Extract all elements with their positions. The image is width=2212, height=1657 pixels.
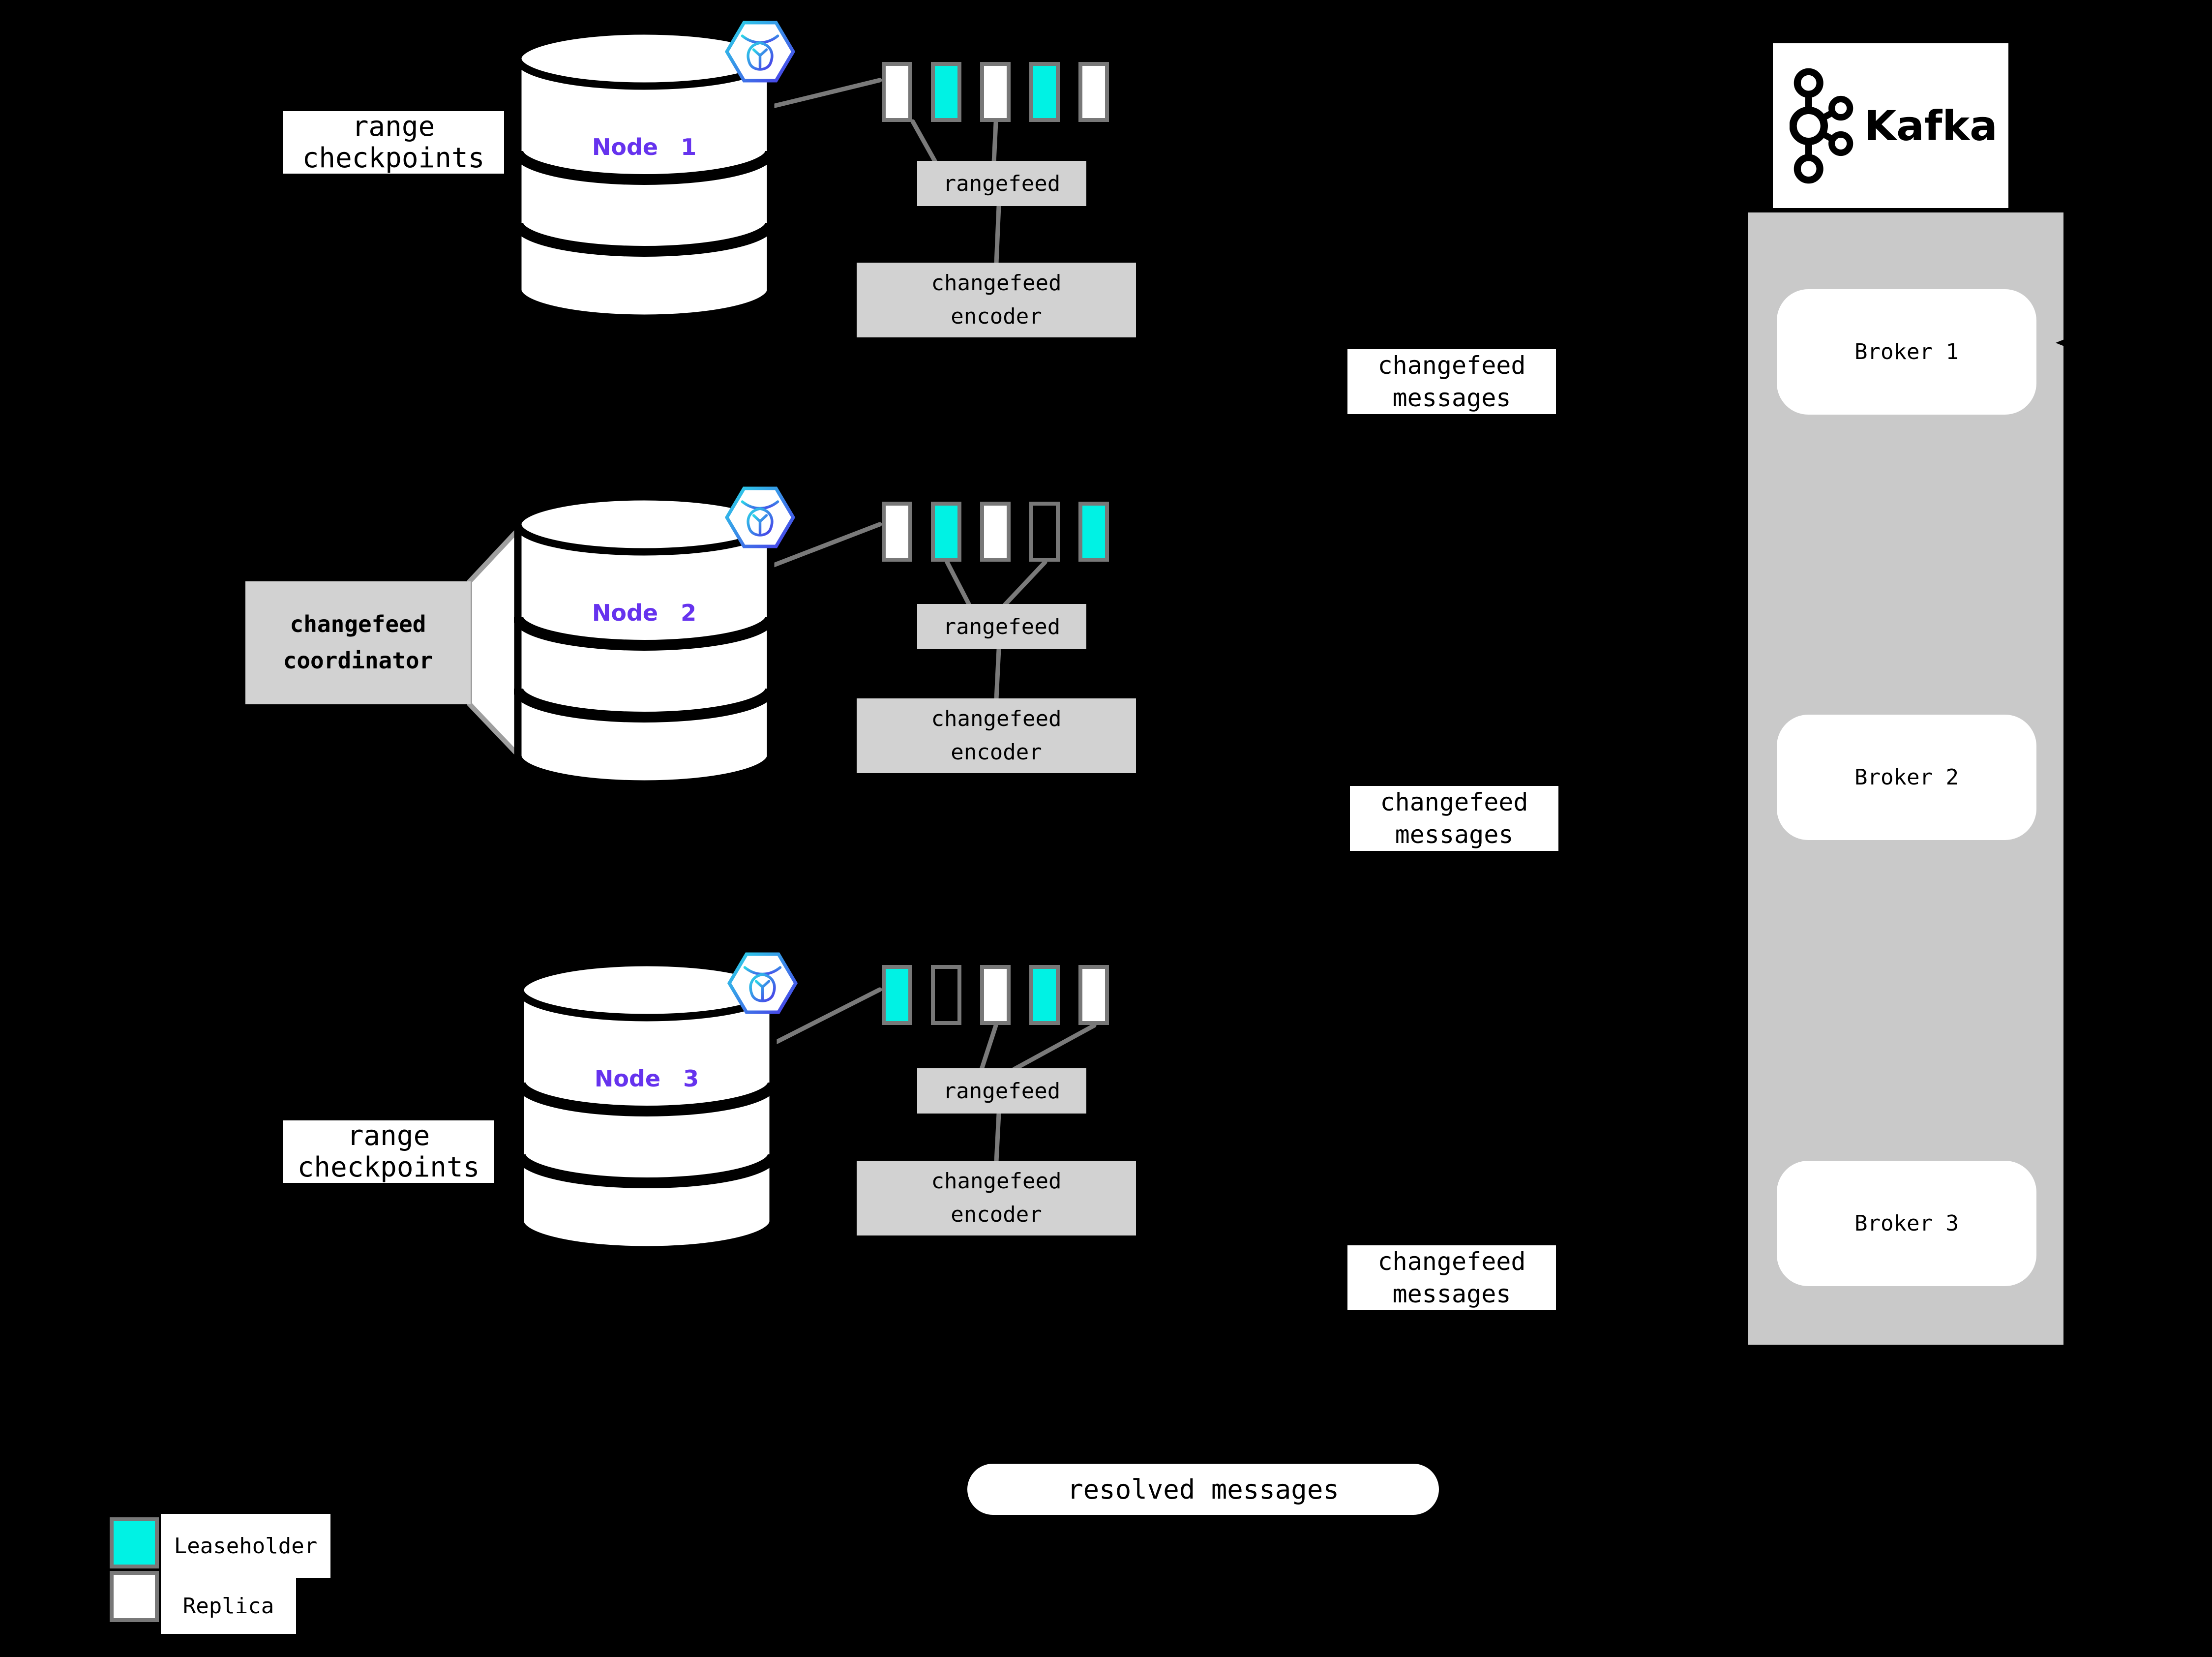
changefeed-messages-label-3: changefeed messages	[1347, 1245, 1556, 1310]
changefeed-messages-label-2: changefeed messages	[1350, 786, 1558, 851]
range-square-replica	[1078, 62, 1109, 122]
node3-ranges-row	[882, 965, 1109, 1025]
range-square-leaseholder	[882, 965, 912, 1025]
arrowhead-into-panel	[2056, 331, 2086, 355]
changefeed-coordinator-box: changefeed coordinator	[245, 581, 471, 704]
cockroachdb-icon	[724, 486, 796, 548]
range-square-replica	[980, 62, 1011, 122]
legend-replica-label: Replica	[161, 1578, 296, 1634]
cockroachdb-icon	[724, 21, 796, 83]
kafka-title: Kafka	[1864, 101, 1998, 150]
range-square-leaseholder	[1078, 502, 1109, 562]
node1-rangefeed-box: rangefeed	[917, 161, 1086, 206]
node3-label: Node 3	[594, 1065, 699, 1092]
node1-ranges-row	[882, 62, 1109, 122]
range-square-replica	[882, 502, 912, 562]
node2-ranges-row	[882, 502, 1109, 562]
node1-changefeed-encoder-box: changefeed encoder	[857, 263, 1136, 337]
range-square-replica	[882, 62, 912, 122]
node3-database-cylinder	[516, 960, 777, 1254]
node2-database-cylinder	[514, 494, 775, 788]
range-square-leaseholder	[1029, 965, 1060, 1025]
broker-3-box: Broker 3	[1777, 1161, 2036, 1286]
node1-label: Node 1	[592, 134, 697, 160]
node3-changefeed-encoder-box: changefeed encoder	[857, 1161, 1136, 1235]
range-square-leaseholder	[1029, 62, 1060, 122]
range-square-replica	[980, 502, 1011, 562]
cockroachdb-icon	[727, 952, 798, 1014]
range-square-replica	[1078, 965, 1109, 1025]
node1-database-cylinder	[514, 28, 775, 322]
range-checkpoints-label-bottom: range checkpoints	[283, 1120, 494, 1183]
node2-label: Node 2	[592, 600, 697, 626]
legend-leaseholder-swatch	[110, 1517, 159, 1568]
broker-1-box: Broker 1	[1777, 289, 2036, 415]
kafka-logo-box: Kafka	[1773, 43, 2008, 208]
broker-2-box: Broker 2	[1777, 715, 2036, 840]
range-square-empty	[931, 965, 961, 1025]
range-square-leaseholder	[931, 62, 961, 122]
resolved-messages-pill: resolved messages	[967, 1464, 1439, 1515]
legend-replica-swatch	[110, 1571, 159, 1622]
kafka-icon	[1790, 68, 1853, 183]
node2-rangefeed-box: rangefeed	[917, 604, 1086, 649]
legend-leaseholder-label: Leaseholder	[161, 1514, 330, 1578]
range-square-replica	[980, 965, 1011, 1025]
node3-rangefeed-box: rangefeed	[917, 1068, 1086, 1114]
node2-changefeed-encoder-box: changefeed encoder	[857, 698, 1136, 773]
range-checkpoints-label-top: range checkpoints	[283, 111, 504, 174]
changefeed-messages-label-1: changefeed messages	[1347, 349, 1556, 414]
range-square-leaseholder	[931, 502, 961, 562]
range-square-empty	[1029, 502, 1060, 562]
